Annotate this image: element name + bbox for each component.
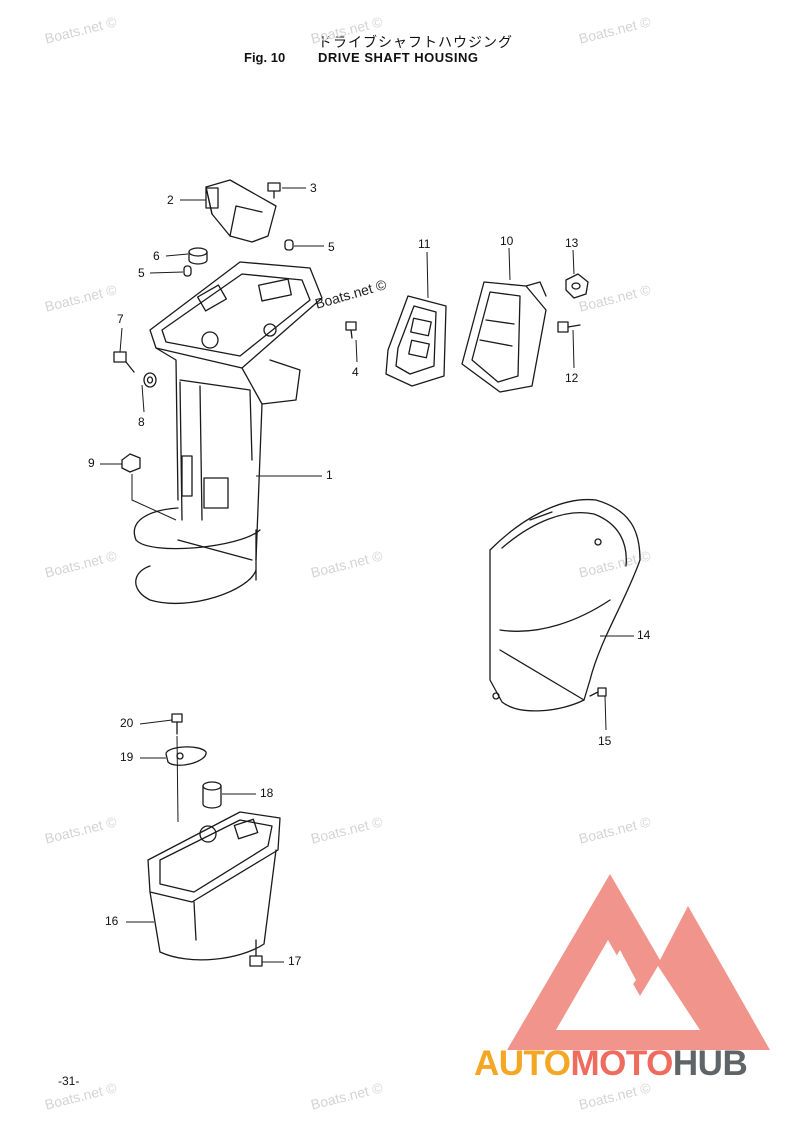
callout-5b: 5: [328, 240, 335, 254]
bolt-part-7: [113, 351, 135, 373]
callout-16: 16: [105, 914, 119, 928]
bracket-part: [205, 179, 277, 243]
dowel-pin-part: [183, 239, 294, 277]
lower-cover-part: [489, 498, 641, 712]
callout-17: 17: [288, 954, 302, 968]
callout-1: 1: [326, 468, 333, 482]
callout-9: 9: [88, 456, 95, 470]
logo-hub: HUB: [672, 1044, 748, 1083]
callout-20: 20: [120, 716, 134, 730]
logo-auto: AUTO: [474, 1044, 571, 1083]
title-english: DRIVE SHAFT HOUSING: [318, 50, 479, 65]
callout-10: 10: [500, 234, 514, 248]
collar-part: [188, 247, 208, 265]
callout-3: 3: [310, 181, 317, 195]
callout-4: 4: [352, 365, 359, 379]
bushing-part: [202, 781, 222, 809]
callout-15: 15: [598, 734, 612, 748]
figure-label: Fig. 10: [244, 50, 286, 65]
callout-14: 14: [637, 628, 651, 642]
callout-12: 12: [565, 371, 579, 385]
gasket-part: [385, 295, 447, 387]
logo-moto: MOTO: [570, 1044, 674, 1083]
callout-5a: 5: [138, 266, 145, 280]
lower-housing-part: [147, 811, 281, 961]
page-header: ドライブシャフトハウジング Fig. 10 DRIVE SHAFT HOUSIN…: [0, 0, 800, 70]
logo-wordmark: AUTOMOTOHUB: [474, 1044, 748, 1084]
title-japanese: ドライブシャフトハウジング: [318, 34, 513, 50]
bolt-part-20: [171, 713, 183, 735]
plug-part: [121, 453, 141, 473]
nut-part: [565, 273, 589, 299]
logo-mark: [507, 874, 770, 1050]
bolt-part-17: [249, 939, 263, 967]
callout-18: 18: [260, 786, 274, 800]
plate-part: [165, 746, 207, 766]
washer-part: [143, 372, 157, 388]
callout-2: 2: [167, 193, 174, 207]
callout-7: 7: [117, 312, 124, 326]
page-number: -31-: [58, 1074, 80, 1088]
screw-part-15: [589, 687, 607, 697]
callout-19: 19: [120, 750, 134, 764]
callout-8: 8: [138, 415, 145, 429]
stud-part: [557, 321, 581, 333]
callout-11: 11: [418, 237, 431, 251]
drive-shaft-housing: [133, 261, 323, 604]
callout-13: 13: [565, 236, 579, 250]
callout-6: 6: [153, 249, 160, 263]
screw-part: [267, 182, 281, 199]
bolt-part-4: [345, 321, 357, 339]
exhaust-guide-part: [461, 281, 547, 393]
